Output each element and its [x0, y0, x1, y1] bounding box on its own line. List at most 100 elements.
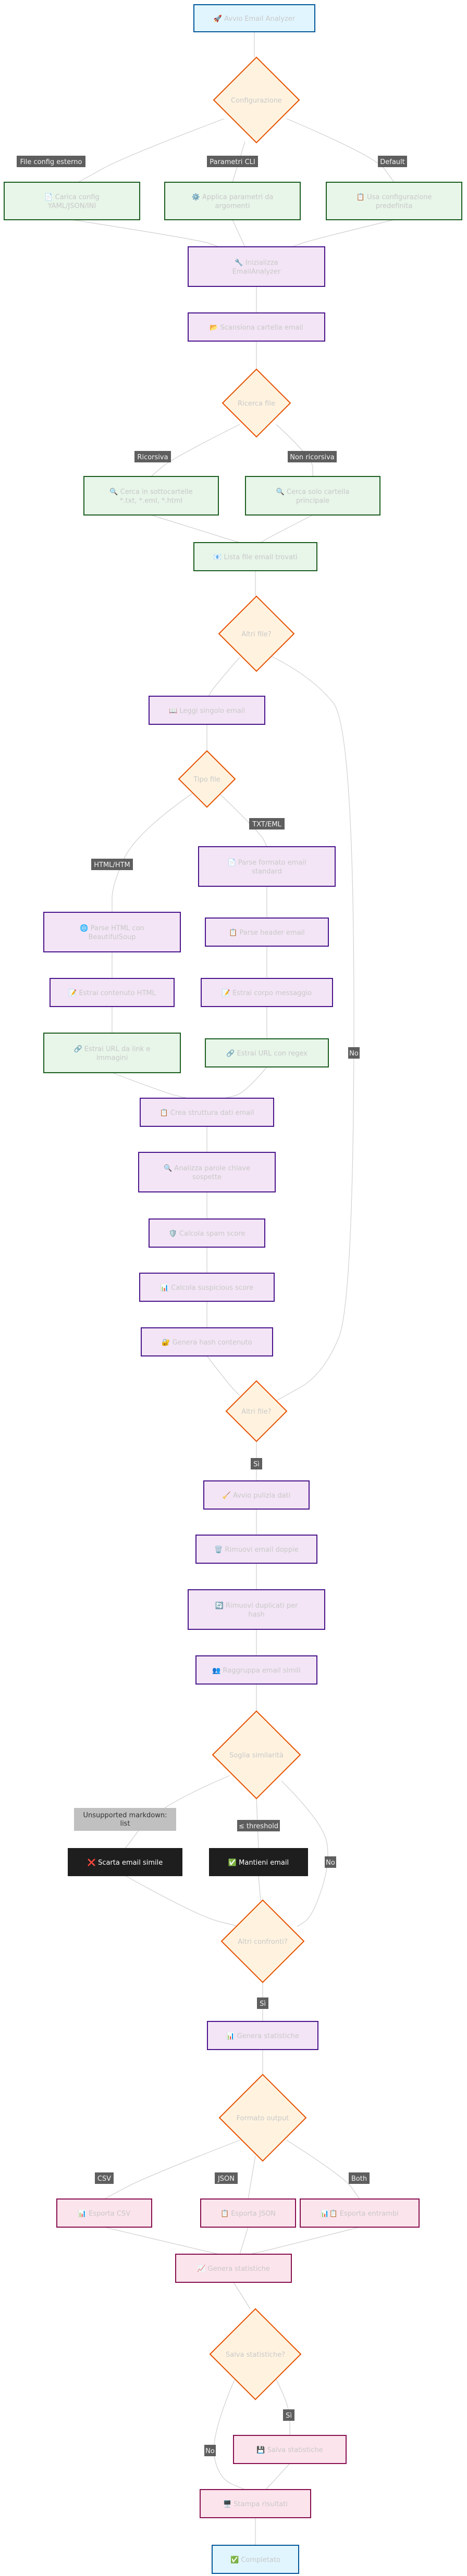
edge-label-text: Unsupported markdown:	[83, 1812, 167, 1819]
node-spam: 🛡️ Calcola spam score	[149, 1218, 265, 1248]
node-label: 📂 Scansiona cartella email	[210, 324, 303, 332]
node-label: Soglia similarità	[229, 1752, 284, 1760]
connector-line	[286, 2140, 360, 2200]
node-label: 📄 Carica config	[44, 193, 99, 202]
connector-line	[71, 219, 219, 247]
node-label: Altri file?	[241, 631, 271, 638]
edge-label-text: Default	[380, 158, 405, 166]
process-box	[140, 1098, 274, 1127]
process-box	[56, 2198, 152, 2228]
node-label: 📈 Genera statistiche	[197, 2265, 269, 2273]
edge-label-background	[288, 451, 337, 462]
connector-line	[213, 2379, 245, 2490]
process-box	[50, 978, 175, 1007]
node-label: 📊 Esporta CSV	[78, 2209, 130, 2218]
edge-label-html: HTML/HTM	[91, 859, 133, 870]
node-label: 🧹 Avvio pulizia dati	[223, 1491, 291, 1500]
edge-label-background	[91, 859, 133, 870]
node-label: 📖 Leggi singolo email	[169, 707, 245, 715]
edge-label-text: No	[326, 1859, 335, 1867]
process-box	[200, 2489, 311, 2518]
decision-diamond	[209, 2308, 302, 2401]
process-box	[245, 476, 380, 516]
edge-label-background	[378, 156, 407, 167]
node-similarity: Soglia similarità	[212, 1710, 301, 1800]
node-label: 📝 Estrai corpo messaggio	[222, 989, 312, 997]
edge-label-background	[204, 2445, 216, 2456]
connector-line	[104, 2227, 219, 2255]
connector-line	[291, 219, 395, 247]
edge-label-text: Sì	[260, 2000, 266, 2008]
process-box	[141, 1327, 273, 1356]
edge-label-background	[349, 2172, 370, 2184]
edge-label-background	[237, 1820, 280, 1831]
node-both: 📊📋 Esporta entrambi	[300, 2198, 420, 2228]
node-start-filter: 🧹 Avvio pulizia dati	[203, 1480, 310, 1510]
process-box	[138, 1152, 276, 1192]
node-discard: ❌ Scarta email simile	[68, 1848, 182, 1876]
edge-label-no-1: No	[348, 1047, 360, 1059]
node-label: ✅ Mantieni email	[228, 1858, 289, 1867]
edge-label-json: JSON	[215, 2172, 238, 2184]
connector-line	[265, 2463, 290, 2490]
node-label: 🔄 Rimuovi duplicati per	[215, 1602, 298, 1610]
node-label: Ricerca file	[238, 400, 275, 408]
connector-line	[233, 2282, 251, 2309]
node-label: 🗑️ Rimuovi email doppie	[214, 1545, 299, 1554]
process-box	[149, 1218, 265, 1248]
node-label: ✅ Completato	[230, 2556, 280, 2564]
process-box	[195, 1655, 317, 1685]
node-label: immagini	[96, 1054, 128, 1062]
node-save-stats: Salva statistiche?	[209, 2308, 302, 2401]
node-label: 🚀 Avvio Email Analyzer	[214, 15, 296, 23]
node-email-struct: 📋 Crea struttura dati email	[140, 1098, 274, 1127]
process-box	[205, 918, 329, 947]
node-start: 🚀 Avvio Email Analyzer	[193, 4, 315, 32]
node-label: 📋 Usa configurazione	[357, 193, 432, 202]
edge-label-text: TXT/EML	[252, 821, 281, 828]
edge-label-recursive: Ricorsiva	[134, 451, 171, 462]
edge-label-csv: CSV	[95, 2172, 114, 2184]
node-search-files: Ricerca file	[222, 368, 291, 438]
edge-label-both: Both	[349, 2172, 370, 2184]
node-extract-msg: 📝 Estrai corpo messaggio	[201, 978, 333, 1007]
process-box	[207, 2021, 318, 2050]
connector-line	[224, 1066, 267, 1099]
edge-label-background	[249, 818, 285, 830]
edge-label-background	[207, 156, 258, 167]
process-box	[149, 696, 265, 725]
process-box	[188, 312, 325, 342]
process-box	[83, 476, 219, 516]
edge-label-background	[251, 1458, 262, 1469]
edge-label-text: JSON	[217, 2175, 235, 2183]
decision-diamond	[218, 2074, 307, 2162]
node-hash: 🔐 Genera hash contenuto	[141, 1327, 273, 1356]
node-label: YAML/JSON/INI	[47, 203, 96, 210]
process-box	[4, 182, 140, 220]
process-box	[43, 912, 181, 952]
connector-line	[271, 656, 354, 1401]
process-box	[200, 2198, 296, 2228]
edge-label-text: HTML/HTM	[94, 861, 130, 869]
node-save-json: 💾 Salva statistiche	[233, 2435, 347, 2464]
process-box	[233, 2435, 347, 2464]
connector-line	[239, 2227, 249, 2255]
connector-line	[260, 514, 313, 543]
node-label: Tipo file	[193, 776, 220, 784]
edge-label-background	[134, 451, 171, 462]
node-label: 🔍 Cerca in sottocartelle	[109, 487, 192, 496]
node-label: 🔍 Cerca solo cartella	[276, 487, 350, 496]
process-box	[43, 1033, 181, 1073]
node-label: 🔍 Analizza parole chiave	[164, 1164, 250, 1173]
node-label: 🔧 Inizializza	[235, 258, 278, 267]
node-label: ⚙️ Applica parametri da	[192, 193, 274, 202]
node-label: sospette	[192, 1174, 222, 1182]
process-box	[209, 1848, 308, 1876]
connector-line	[208, 657, 240, 697]
